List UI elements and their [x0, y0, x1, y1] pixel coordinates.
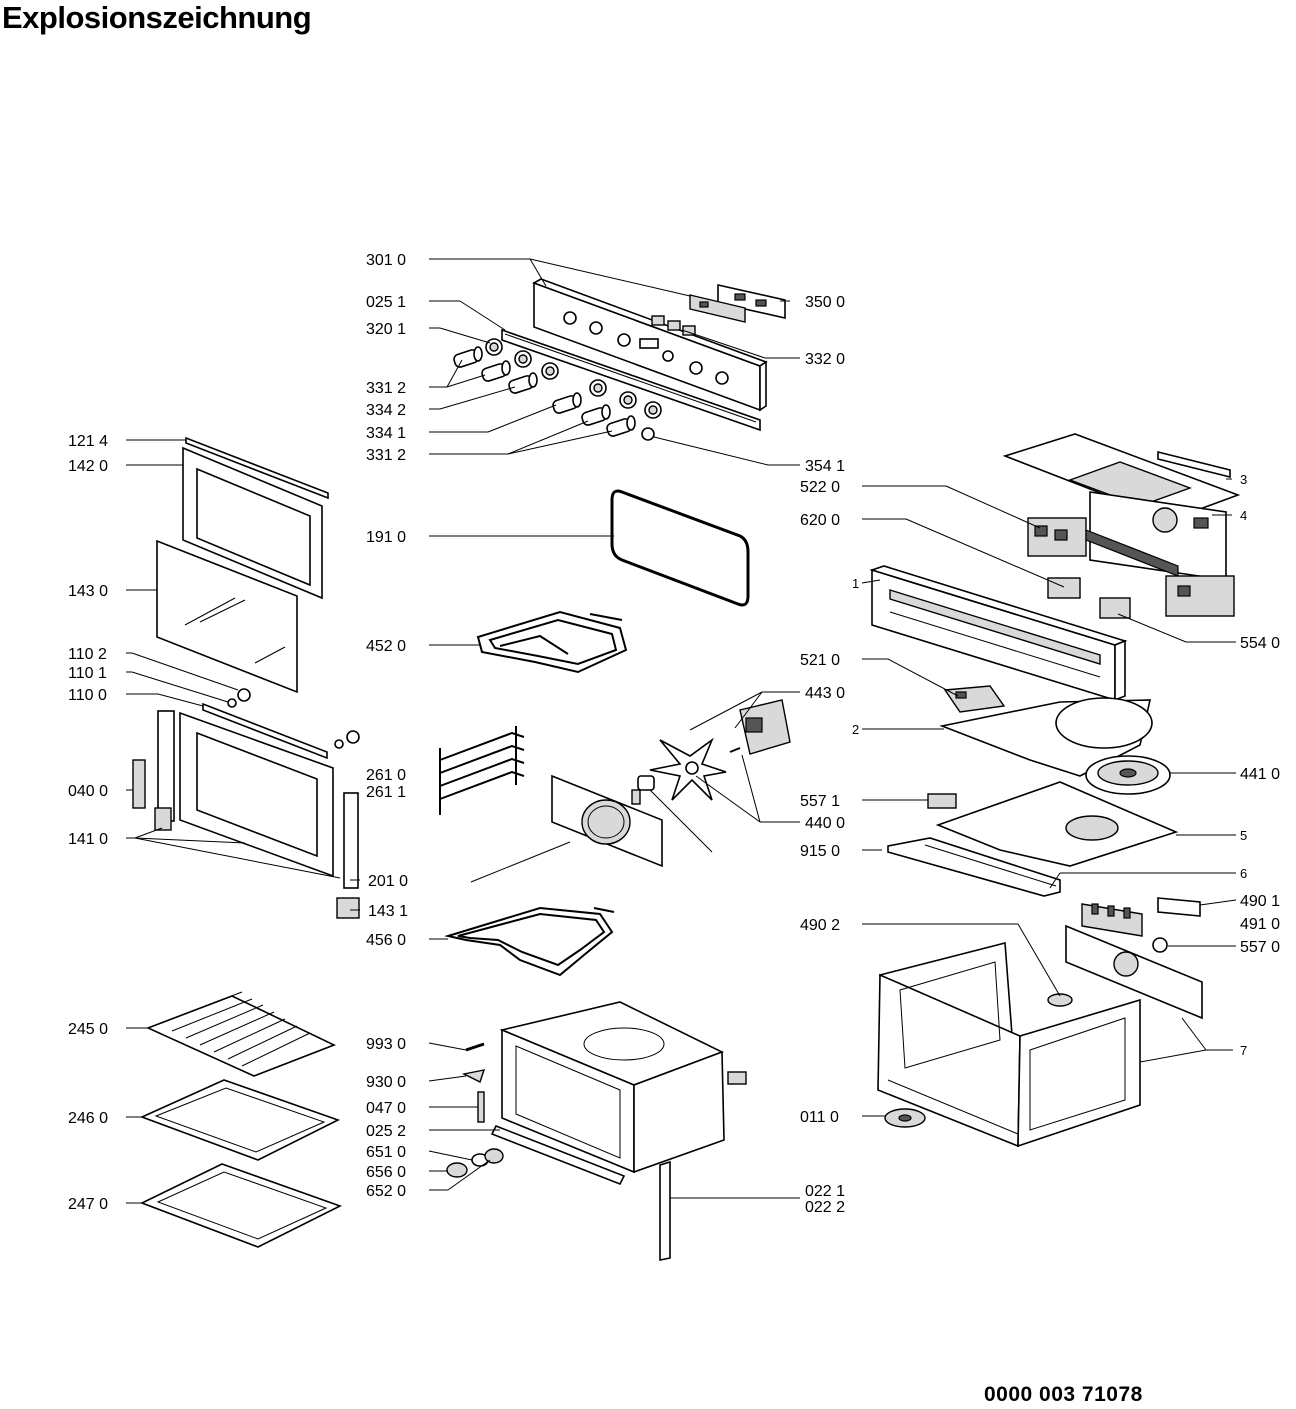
wire-shelf: [145, 991, 337, 1077]
control-panel-strip: [501, 328, 761, 432]
bottom-plate: [887, 837, 1061, 897]
label-320-1: 320 1: [366, 321, 406, 338]
fan-assembly: [637, 699, 791, 801]
label-2: 2: [852, 722, 859, 737]
switch-bracket: [689, 284, 786, 323]
outer-casing: [877, 941, 1141, 1148]
label-022-1: 022 1: [805, 1183, 845, 1200]
shelf-runners: [439, 726, 525, 815]
label-246-0: 246 0: [68, 1110, 108, 1127]
label-110-2: 110 2: [68, 646, 107, 663]
label-025-2: 025 2: [366, 1123, 406, 1140]
label-110-0: 110 0: [68, 687, 107, 704]
label-143-0: 143 0: [68, 583, 108, 600]
document-number: 0000 003 71078: [984, 1383, 1143, 1406]
label-521-0: 521 0: [800, 652, 840, 669]
label-490-2: 490 2: [800, 917, 840, 934]
bottom-heating-element: [444, 906, 615, 977]
label-5: 5: [1240, 828, 1247, 843]
label-557-1: 557 1: [800, 793, 840, 810]
door-outer-glass: [182, 436, 329, 600]
label-025-1: 025 1: [366, 294, 406, 311]
page-title: Explosionszeichnung: [2, 0, 312, 35]
label-554-0: 554 0: [1240, 635, 1280, 652]
label-656-0: 656 0: [366, 1164, 406, 1181]
label-011-0: 011 0: [800, 1109, 839, 1126]
label-350-0: 350 0: [805, 294, 845, 311]
terminal-block: [1065, 897, 1203, 1020]
leader-lines: [126, 258, 1237, 1204]
label-651-0: 651 0: [366, 1144, 406, 1161]
label-301-0: 301 0: [366, 252, 406, 269]
label-491-0: 491 0: [1240, 916, 1280, 933]
connector: [927, 793, 957, 809]
label-441-0: 441 0: [1240, 766, 1280, 783]
label-191-0: 191 0: [366, 529, 406, 546]
thermostat-bracket: [943, 685, 1006, 713]
label-332-0: 332 0: [805, 351, 845, 368]
label-3: 3: [1240, 472, 1247, 487]
cooling-fan: [1085, 755, 1171, 795]
label-1: 1: [852, 576, 859, 591]
label-4: 4: [1240, 508, 1247, 523]
small-round-parts: [884, 993, 1073, 1128]
label-7: 7: [1240, 1043, 1247, 1058]
label-201-0: 201 0: [368, 873, 408, 890]
label-354-1: 354 1: [805, 458, 845, 475]
label-245-0: 245 0: [68, 1021, 108, 1038]
label-334-1: 334 1: [366, 425, 406, 442]
oven-cavity: [490, 1001, 747, 1186]
top-cover: [1002, 433, 1241, 581]
label-490-1: 490 1: [1240, 893, 1280, 910]
label-331-2-upper: 331 2: [366, 380, 406, 397]
oven-gasket: [610, 489, 750, 607]
label-040-0: 040 0: [68, 783, 108, 800]
label-121-4: 121 4: [68, 433, 108, 450]
label-334-2: 334 2: [366, 402, 406, 419]
label-456-0: 456 0: [366, 932, 406, 949]
label-261-1: 261 1: [366, 784, 406, 801]
label-993-0: 993 0: [366, 1036, 406, 1053]
door-inner-glass: [156, 539, 298, 694]
label-6: 6: [1240, 866, 1247, 881]
label-440-0: 440 0: [805, 815, 845, 832]
deep-baking-tray: [139, 1163, 343, 1248]
label-047-0: 047 0: [366, 1100, 406, 1117]
label-557-0: 557 0: [1240, 939, 1280, 956]
label-261-0: 261 0: [366, 767, 406, 784]
part-labels: 301 0 025 1 320 1 331 2 334 2 334 1 331 …: [68, 252, 1280, 1216]
label-443-0: 443 0: [805, 685, 845, 702]
label-247-0: 247 0: [68, 1196, 108, 1213]
label-452-0: 452 0: [366, 638, 406, 655]
label-110-1: 110 1: [68, 665, 107, 682]
label-930-0: 930 0: [366, 1074, 406, 1091]
side-rail: [659, 1160, 671, 1261]
insulation-plate: [935, 781, 1179, 867]
baffle-plate: [939, 697, 1153, 777]
label-652-0: 652 0: [366, 1183, 406, 1200]
control-knobs: [453, 338, 662, 441]
fan-cover-panel: [551, 774, 663, 868]
label-620-0: 620 0: [800, 512, 840, 529]
label-022-2: 022 2: [805, 1199, 845, 1216]
label-142-0: 142 0: [68, 458, 108, 475]
label-331-2-lower: 331 2: [366, 447, 406, 464]
top-heating-element: [476, 610, 628, 674]
electronic-modules: [1027, 517, 1235, 619]
front-frame: [869, 565, 1128, 702]
cavity-small-parts: [446, 1042, 504, 1178]
label-915-0: 915 0: [800, 843, 840, 860]
control-panel: [532, 278, 768, 412]
label-141-0: 141 0: [68, 831, 108, 848]
label-522-0: 522 0: [800, 479, 840, 496]
door-frame: [132, 688, 360, 919]
baking-tray: [139, 1079, 341, 1161]
label-143-1: 143 1: [368, 903, 408, 920]
